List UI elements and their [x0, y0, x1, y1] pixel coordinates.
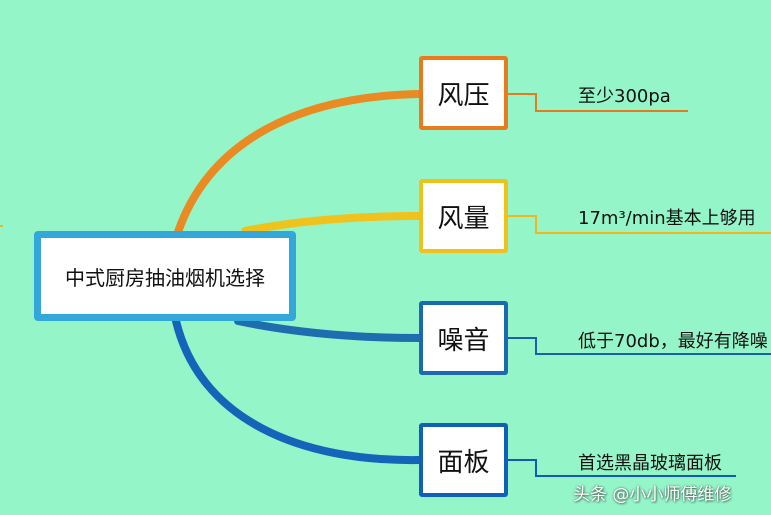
leaf-connector-feng-liang — [508, 215, 771, 234]
leaf-text-feng-liang: 17m³/min基本上够用 — [578, 208, 756, 229]
branch-node-zao-yin: 噪音 — [419, 301, 508, 375]
branch-node-feng-ya: 风压 — [419, 56, 508, 130]
branch-node-feng-liang: 风量 — [419, 179, 508, 253]
branch-label-feng-ya: 风压 — [437, 80, 490, 111]
branch-label-zao-yin: 噪音 — [437, 325, 490, 356]
root-node-label: 中式厨房抽油烟机选择 — [65, 265, 265, 290]
watermark: 头条 @小小师傅维修 — [573, 485, 732, 505]
branch-node-mian-ban: 面板 — [419, 423, 508, 497]
connector-zao-yin — [234, 317, 424, 342]
edge-tick — [0, 225, 3, 227]
connector-mian-ban — [172, 317, 424, 465]
leaf-connector-mian-ban — [508, 459, 736, 477]
branch-label-feng-liang: 风量 — [437, 203, 490, 234]
leaf-text-zao-yin: 低于70db，最好有降噪 — [578, 331, 768, 352]
leaf-text-feng-ya: 至少300pa — [578, 86, 671, 107]
root-node: 中式厨房抽油烟机选择 — [34, 231, 296, 321]
branch-label-mian-ban: 面板 — [437, 447, 490, 478]
connector-feng-ya — [174, 90, 424, 236]
leaf-connector-feng-ya — [508, 93, 688, 112]
leaf-connector-zao-yin — [508, 337, 771, 355]
leaf-text-mian-ban: 首选黑晶玻璃面板 — [578, 453, 722, 474]
connector-feng-liang — [241, 212, 424, 235]
